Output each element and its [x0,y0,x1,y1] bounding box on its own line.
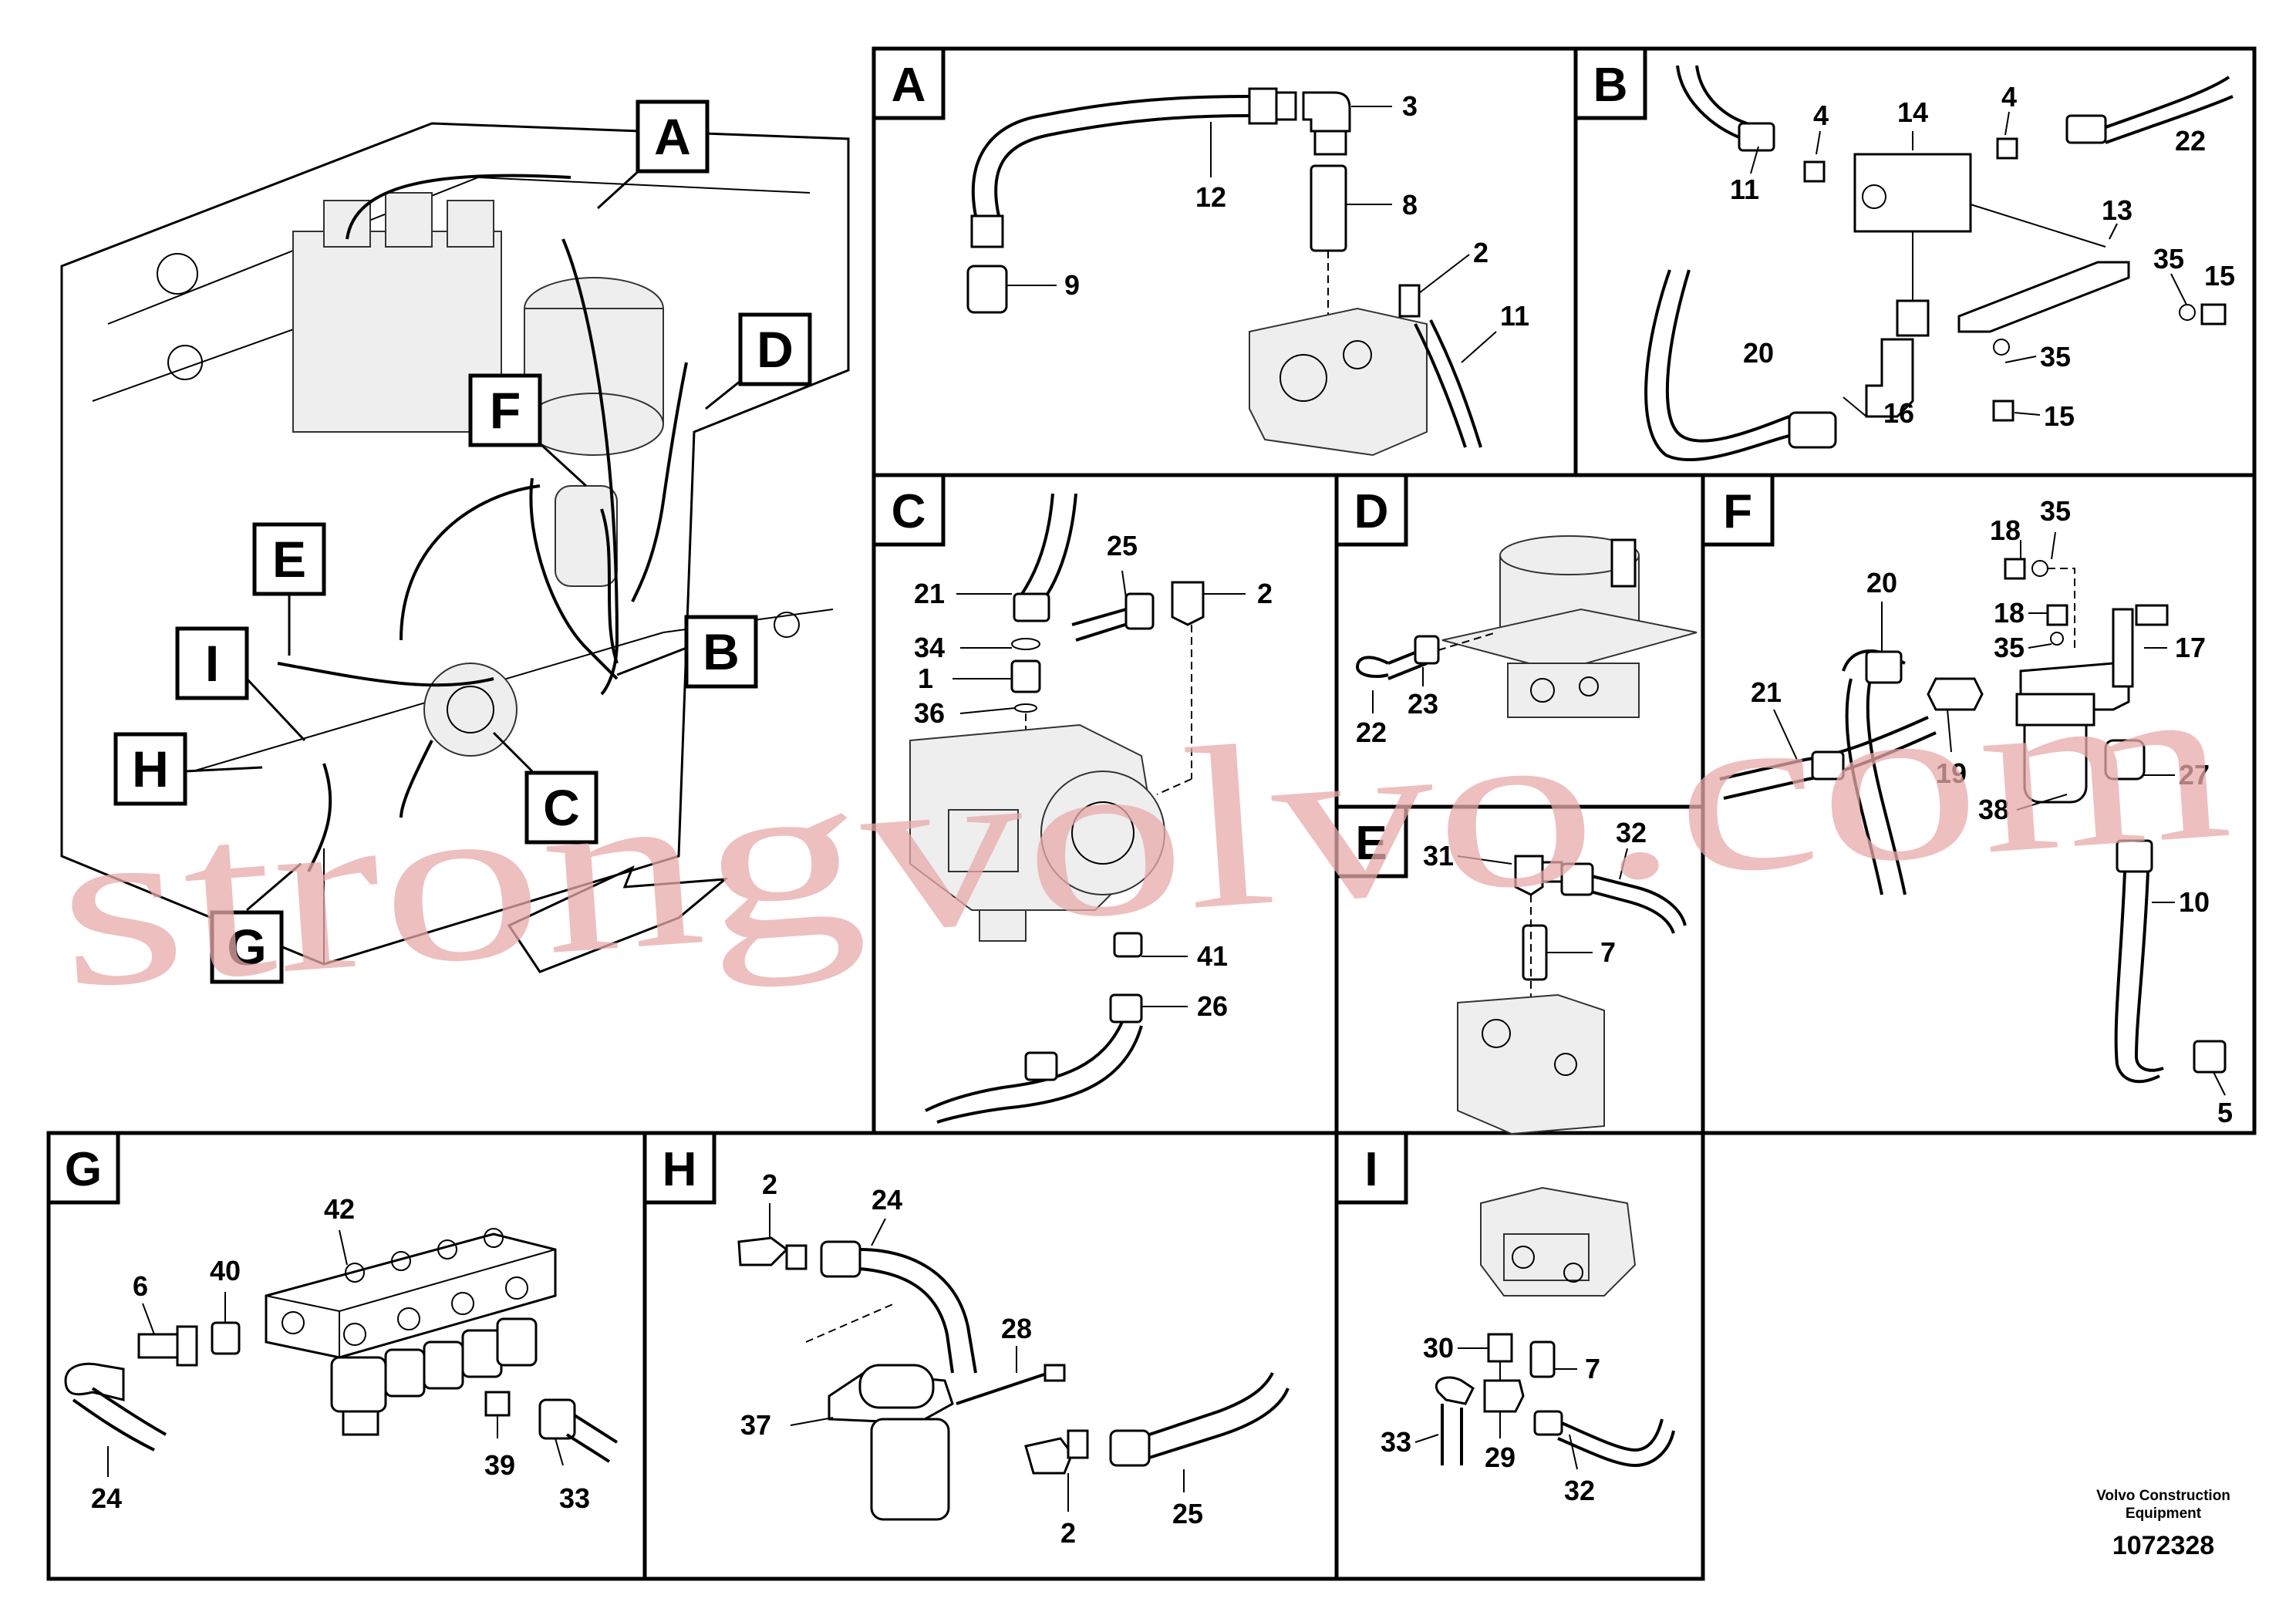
label-B-4a: 4 [1813,99,1829,131]
label-F-17: 17 [2175,632,2206,663]
label-I-32: 32 [1564,1475,1595,1506]
label-C-26: 26 [1197,990,1228,1022]
label-H-28: 28 [1001,1313,1032,1344]
footer-drawing-number: 1072328 [2112,1531,2214,1560]
section-A-title: A [892,59,926,112]
section-tabs: A B C D E F G H I [46,46,1775,1205]
footer-company-line1: Volvo Construction [2096,1488,2230,1504]
callout-G: G [227,919,266,976]
label-F-27: 27 [2179,759,2210,791]
label-E-32: 32 [1616,817,1647,848]
label-H-25: 25 [1172,1498,1203,1529]
section-E: 31 32 7 [1423,817,1687,1135]
callout-D: D [757,321,794,378]
label-F-38: 38 [1978,794,2009,825]
label-C-2: 2 [1257,578,1273,609]
label-B-16: 16 [1883,397,1914,429]
label-C-21: 21 [914,578,945,609]
overview-callouts: A B C D E F G H I [113,99,812,984]
label-C-25: 25 [1107,530,1138,561]
label-D-22: 22 [1356,717,1387,748]
label-I-33: 33 [1381,1426,1411,1458]
callout-F: F [490,382,521,439]
label-F-35b: 35 [1994,632,2025,663]
overview-illustration [60,122,850,973]
section-H-title: H [663,1143,697,1196]
section-I: 30 7 33 29 32 [1381,1186,1675,1506]
label-H-2b: 2 [1060,1517,1076,1549]
section-G: 42 40 6 24 39 33 [64,1193,619,1514]
label-H-24: 24 [872,1184,902,1216]
label-B-13: 13 [2102,194,2132,226]
label-G-40: 40 [210,1255,241,1286]
label-G-24: 24 [91,1482,122,1514]
watermark-text: strongvolvo.com [50,629,2237,1037]
label-H-2a: 2 [762,1168,777,1200]
label-B-14: 14 [1897,96,1928,128]
label-B-4b: 4 [2001,81,2017,113]
callout-C: C [543,779,580,836]
label-F-21: 21 [1751,676,1782,708]
label-C-36: 36 [914,697,945,729]
label-A-12: 12 [1195,181,1226,213]
label-G-42: 42 [324,1193,355,1225]
callout-E: E [272,531,306,588]
label-F-10: 10 [2179,886,2210,918]
label-H-37: 37 [740,1409,771,1441]
section-C-title: C [892,485,926,538]
label-C-41: 41 [1197,940,1228,972]
label-C-34: 34 [914,632,945,663]
section-C: 25 21 2 34 1 36 41 26 [909,493,1273,1124]
callout-B: B [703,623,740,680]
label-F-35a: 35 [2040,495,2071,527]
label-A-2: 2 [1473,237,1489,268]
callout-I: I [205,635,219,692]
label-A-9: 9 [1064,269,1080,301]
label-B-20: 20 [1743,337,1774,369]
label-F-18a: 18 [1990,514,2021,546]
section-F: 18 35 20 18 35 17 21 19 27 38 10 5 [1719,495,2233,1128]
label-F-19: 19 [1936,757,1967,789]
label-C-1: 1 [918,663,933,694]
label-I-7: 7 [1585,1353,1600,1384]
section-A: 12 3 8 9 2 11 [966,87,1529,457]
section-G-title: G [65,1143,102,1196]
label-A-3: 3 [1402,90,1418,122]
callout-A: A [654,108,691,165]
label-B-22: 22 [2175,125,2206,157]
label-B-35b: 35 [2040,341,2071,373]
section-B-title: B [1593,59,1628,112]
label-I-29: 29 [1485,1442,1515,1473]
label-D-23: 23 [1408,688,1438,720]
section-frames [46,46,2257,1581]
label-B-15b: 15 [2044,400,2075,432]
label-B-35a: 35 [2153,243,2184,275]
footer-company-line2: Equipment [2126,1506,2202,1522]
label-F-5: 5 [2217,1097,2233,1128]
label-F-20: 20 [1866,567,1897,599]
section-F-title: F [1723,485,1752,538]
section-D-title: D [1354,485,1389,538]
section-D: 22 23 [1356,535,1698,748]
section-B: 4 14 4 11 22 13 35 15 20 16 35 15 [1644,65,2235,462]
section-H: 2 24 28 37 2 25 [737,1168,1290,1549]
label-F-18b: 18 [1994,597,2025,629]
label-B-15a: 15 [2204,260,2235,292]
callout-H: H [132,740,169,798]
section-I-title: I [1364,1143,1377,1196]
label-E-7: 7 [1600,936,1616,968]
label-A-11: 11 [1500,300,1529,332]
label-A-8: 8 [1402,189,1418,221]
label-G-39: 39 [484,1449,515,1481]
section-E-title: E [1355,817,1387,870]
label-B-11: 11 [1730,174,1759,205]
label-G-6: 6 [133,1270,148,1302]
label-E-31: 31 [1423,840,1454,872]
label-G-33: 33 [559,1482,590,1514]
label-I-30: 30 [1423,1332,1454,1364]
